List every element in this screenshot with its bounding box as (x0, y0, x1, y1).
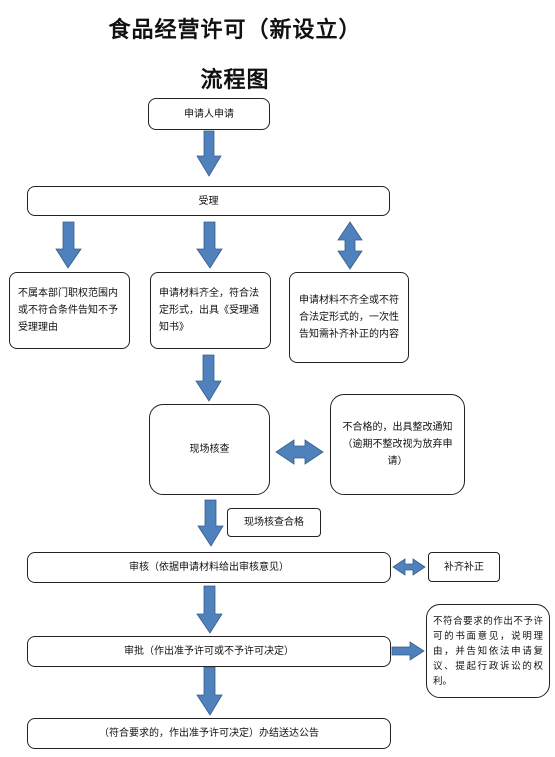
node-materials-complete: 申请材料齐全，符合法定形式，出具《受理通知书》 (150, 272, 271, 349)
arrow-accept-incomplete (337, 221, 363, 270)
node-site-inspection: 现场核查 (149, 404, 270, 495)
node-accept: 受理 (27, 186, 390, 216)
arrow-inspect-fail (275, 439, 324, 465)
node-review: 审核（依据申请材料给出审核意见） (27, 552, 391, 583)
page-title: 食品经营许可（新设立） (108, 17, 362, 43)
arrow-approve-to-deny (391, 641, 425, 661)
arrow-complete-to-inspect (195, 354, 222, 402)
page-subtitle: 流程图 (200, 67, 270, 93)
node-inspection-fail: 不合格的，出具整改通知（逾期不整改视为放弃申请） (330, 394, 465, 495)
node-approval: 审批（作出准予许可或不予许可决定） (27, 636, 391, 667)
node-deny: 不符合要求的作出不予许可的书面意见，说明理由，并告知依法申请复议、提起行政诉讼的… (426, 604, 550, 698)
arrow-review-to-approve (196, 585, 223, 634)
arrow-apply-to-accept (196, 130, 222, 177)
arrow-accept-to-reject (55, 221, 82, 269)
arrow-approve-to-final (196, 666, 223, 716)
node-final-notice: （符合要求的，作出准予许可决定）办结送达公告 (27, 718, 391, 749)
node-materials-incomplete: 申请材料不齐全或不符合法定形式的，一次性告知需补齐补正的内容 (289, 272, 409, 363)
node-apply: 申请人申请 (148, 98, 270, 130)
arrow-review-supplement (392, 558, 426, 576)
node-reject-scope: 不属本部门职权范围内或不符合条件告知不予受理理由 (9, 272, 130, 349)
arrow-inspect-to-review (197, 499, 224, 547)
label-inspection-pass: 现场核查合格 (227, 508, 321, 537)
node-supplement: 补齐补正 (428, 552, 500, 582)
arrow-accept-to-complete (196, 221, 223, 269)
